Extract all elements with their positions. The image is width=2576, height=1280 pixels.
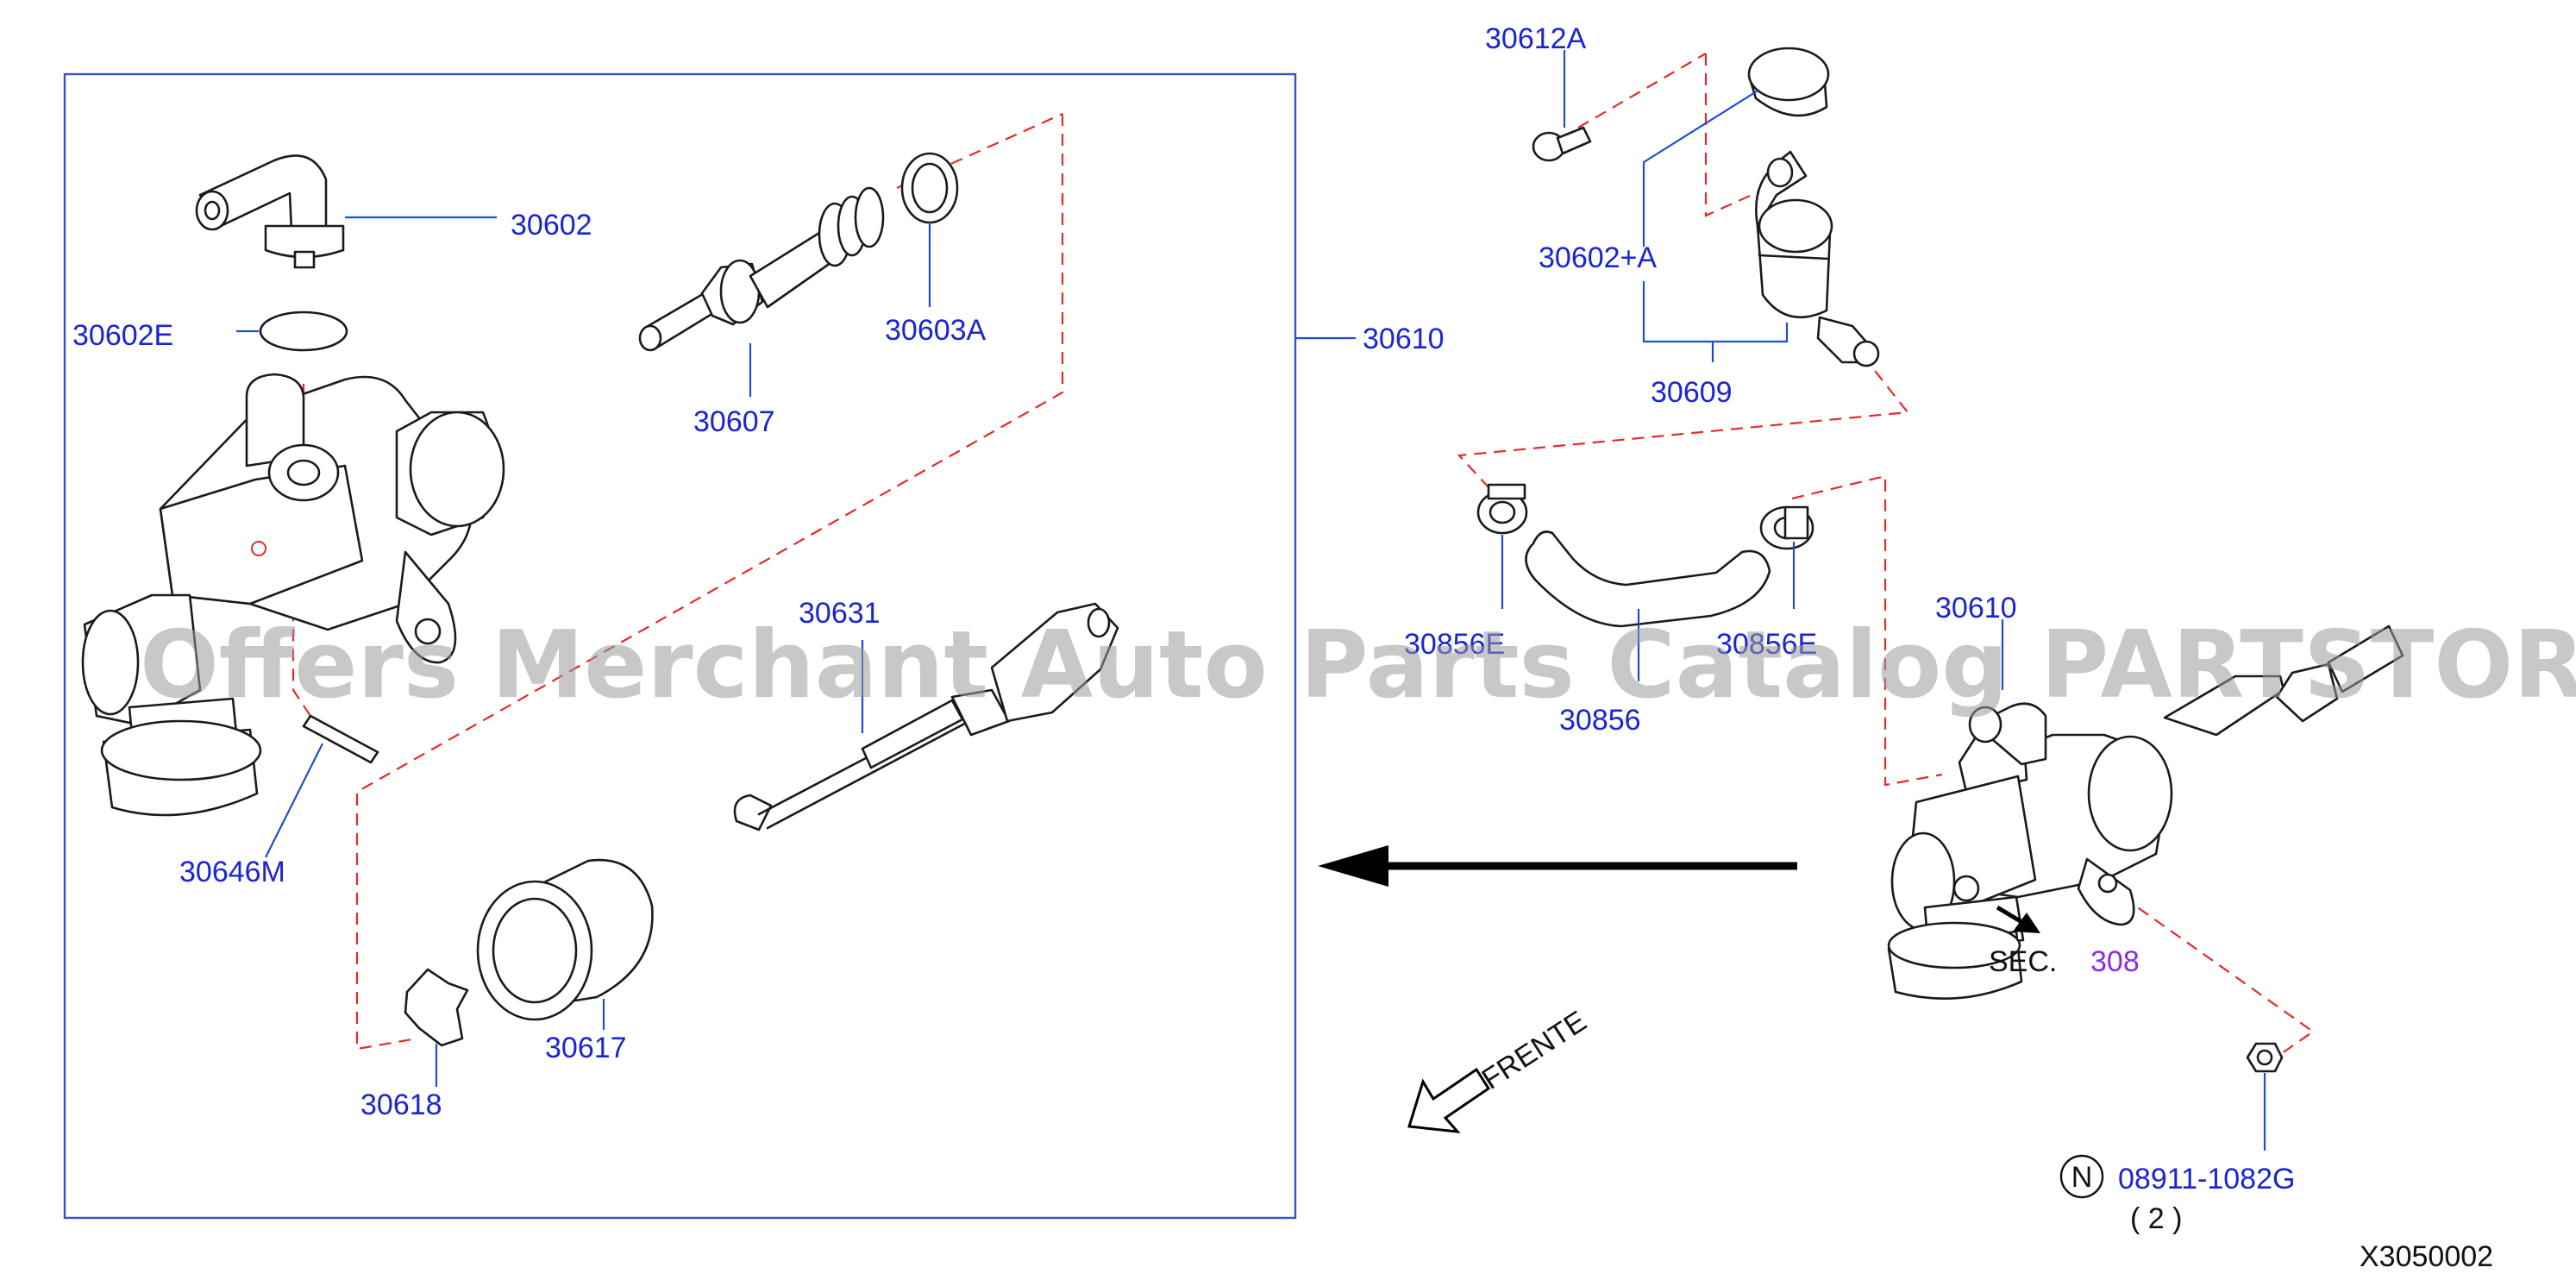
piston-30607[interactable] [638, 186, 885, 352]
o-ring-30602E[interactable] [259, 311, 348, 352]
label-30603A: 30603A [885, 314, 987, 347]
cup-seal-30603A[interactable] [900, 152, 959, 224]
label-30646M: 30646M [179, 856, 285, 888]
front-arrow-icon [1407, 1067, 1491, 1133]
label-30618: 30618 [360, 1089, 442, 1121]
label-30602A: 30602+A [1539, 242, 1657, 274]
label-30610-main: 30610 [1363, 323, 1445, 355]
clip-30618[interactable] [404, 968, 469, 1047]
bolt-30612A[interactable] [1532, 126, 1592, 162]
reservoir-hose-elbow-30602[interactable] [195, 154, 345, 269]
sec-arrow [1996, 905, 2040, 933]
label-30609: 30609 [1651, 376, 1733, 409]
dust-boot-30617[interactable] [476, 858, 654, 1021]
hose-clamp-30856E-left[interactable] [1476, 483, 1528, 535]
label-30617: 30617 [545, 1032, 627, 1064]
label-30856E-left: 30856E [1404, 628, 1505, 661]
label-08911-1082G: 08911-1082G [2118, 1163, 2295, 1195]
reservoir-cap[interactable] [1747, 47, 1830, 117]
nut-08911-1082G[interactable] [2246, 1042, 2284, 1073]
label-30602E: 30602E [72, 319, 173, 352]
reservoir-tank-30609[interactable] [1755, 150, 1880, 367]
spring-pin-30646M[interactable] [302, 714, 379, 764]
section-ref-link[interactable]: 308 [2090, 945, 2140, 978]
label-30607: 30607 [693, 405, 775, 438]
nut-symbol-circle [2059, 1154, 2104, 1199]
label-30856: 30856 [1559, 704, 1641, 737]
label-30631: 30631 [799, 597, 881, 630]
front-label: FRENTE [1476, 1005, 1593, 1096]
hose-30856[interactable] [1525, 530, 1771, 628]
leader-lines [236, 50, 2266, 1151]
label-30602: 30602 [511, 209, 592, 242]
direction-arrow [1318, 845, 1797, 887]
hose-clamp-30856E-right[interactable] [1759, 505, 1814, 550]
watermark: Offers Merchant Auto Parts Catalog PARTS… [140, 612, 2576, 719]
push-rod-30631[interactable] [733, 602, 1119, 831]
label-30856E-right: 30856E [1716, 628, 1817, 661]
master-cylinder-assembly-30610[interactable] [1887, 624, 2404, 1000]
nut-quantity: ( 2 ) [2130, 1202, 2182, 1235]
section-ref-prefix: SEC. [1989, 945, 2057, 978]
diagram-code: X3050002 [2360, 1240, 2493, 1273]
assembly-guides [254, 53, 2315, 1069]
master-cylinder-body[interactable] [81, 373, 505, 817]
assembly-frame [63, 72, 1297, 1220]
nut-symbol: N [2071, 1161, 2093, 1194]
label-30612A: 30612A [1485, 22, 1587, 55]
label-30610-small: 30610 [1935, 592, 2017, 624]
